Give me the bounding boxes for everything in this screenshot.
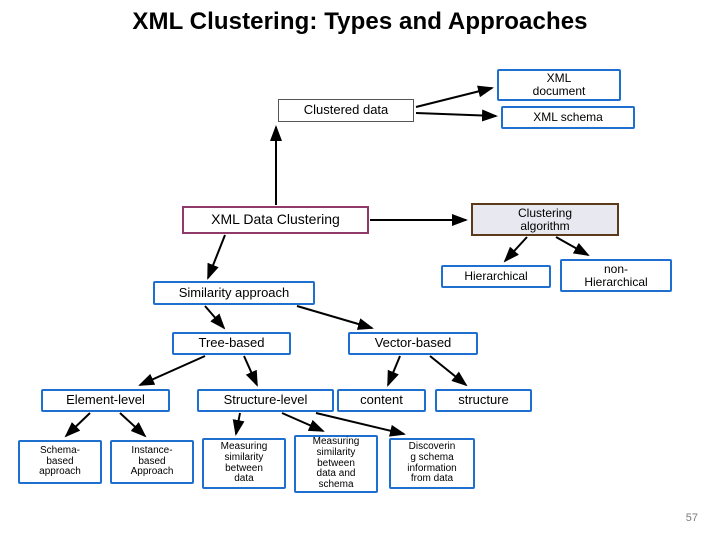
node-clustering_algorithm: Clustering algorithm xyxy=(471,203,619,236)
node-xml_document: XML document xyxy=(497,69,621,101)
node-element_level: Element-level xyxy=(41,389,170,412)
node-schema_based_approach: Schema- based approach xyxy=(18,440,102,484)
node-xml_schema: XML schema xyxy=(501,106,635,129)
node-structure: structure xyxy=(435,389,532,412)
node-clustered_data: Clustered data xyxy=(278,99,414,122)
node-measuring_similarity_between_data_and_schema: Measuring similarity between data and sc… xyxy=(294,435,378,493)
page-title: XML Clustering: Types and Approaches xyxy=(132,8,588,35)
node-discovering_schema_information_from_data: Discoverin g schema information from dat… xyxy=(389,438,475,489)
node-hierarchical: Hierarchical xyxy=(441,265,551,288)
diagram-connectors xyxy=(64,85,590,438)
node-non_hierarchical: non- Hierarchical xyxy=(560,259,672,292)
node-instance_based_approach: Instance- based Approach xyxy=(110,440,194,484)
node-content: content xyxy=(337,389,426,412)
node-structure_level: Structure-level xyxy=(197,389,334,412)
node-xml_data_clustering: XML Data Clustering xyxy=(182,206,369,234)
node-tree_based: Tree-based xyxy=(172,332,291,355)
node-measuring_similarity_between_data: Measuring similarity between data xyxy=(202,438,286,489)
node-vector_based: Vector-based xyxy=(348,332,478,355)
node-similarity_approach: Similarity approach xyxy=(153,281,315,305)
page-number: 57 xyxy=(685,512,698,524)
